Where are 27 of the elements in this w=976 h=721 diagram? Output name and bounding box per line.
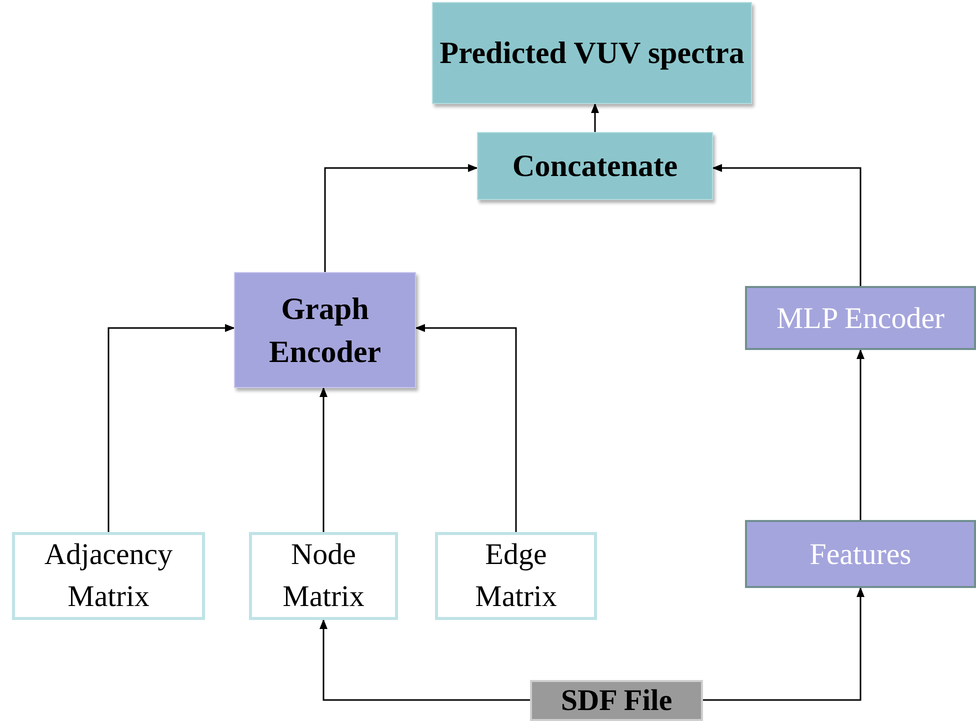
box-label: Features bbox=[808, 536, 912, 572]
box-label: Concatenate bbox=[511, 146, 679, 185]
source-box bbox=[530, 680, 703, 721]
box-label: SDF File bbox=[560, 683, 674, 719]
arrow bbox=[856, 349, 864, 520]
box-label: Edge Matrix bbox=[474, 537, 558, 615]
encoder-box bbox=[745, 286, 976, 350]
box-label: Graph Encoder bbox=[268, 290, 382, 371]
arrow bbox=[324, 164, 478, 272]
arrow bbox=[415, 324, 517, 532]
arrow bbox=[591, 103, 599, 132]
arrow bbox=[108, 324, 235, 532]
box-label: Adjacency Matrix bbox=[43, 537, 174, 615]
input-box bbox=[249, 532, 398, 620]
arrow bbox=[320, 619, 530, 701]
box-label: Node Matrix bbox=[282, 537, 366, 615]
input-box bbox=[435, 532, 597, 620]
process-box bbox=[477, 132, 713, 200]
encoder-box bbox=[234, 272, 416, 388]
box-label: Predicted VUV spectra bbox=[438, 34, 746, 72]
arrow bbox=[712, 164, 862, 286]
feature-box bbox=[745, 520, 976, 588]
output-box bbox=[432, 2, 752, 104]
input-box bbox=[12, 532, 205, 620]
box-label: MLP Encoder bbox=[775, 300, 946, 336]
arrow bbox=[320, 387, 328, 532]
arrow bbox=[703, 587, 864, 701]
